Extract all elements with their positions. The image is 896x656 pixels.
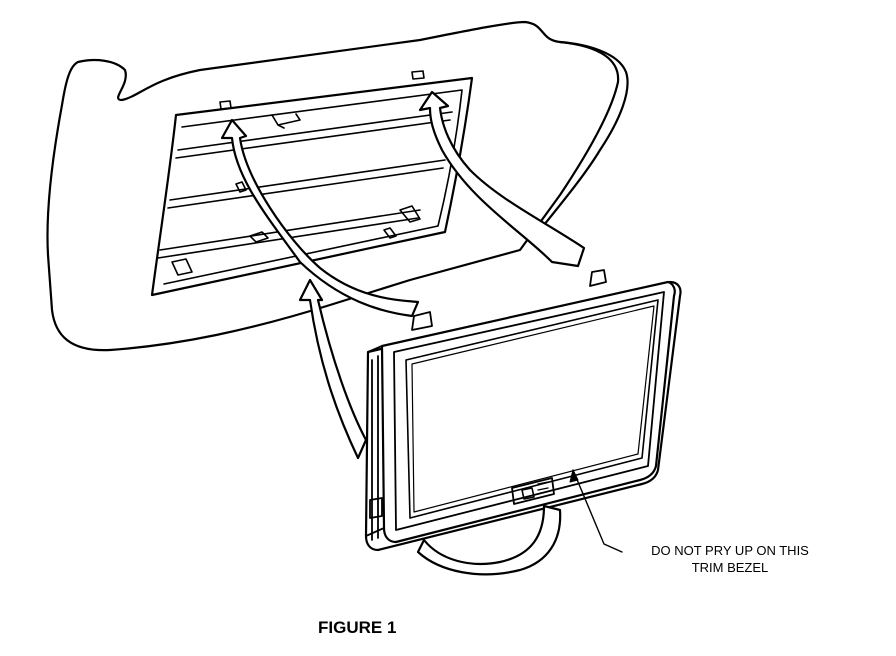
clip — [383, 227, 397, 239]
recess-rib — [175, 111, 453, 159]
bezel-side — [365, 345, 385, 541]
arrow-right-clip — [418, 90, 586, 268]
callout-line-2: TRIM BEZEL — [691, 560, 769, 575]
bezel-tab — [411, 311, 433, 331]
clip — [271, 113, 301, 129]
callout-arrowhead — [569, 469, 579, 483]
callout-line-1: DO NOT PRY UP ON THIS — [651, 543, 809, 558]
clip — [235, 181, 247, 193]
mirror-opening — [150, 76, 474, 297]
switch-knob — [521, 487, 535, 500]
visor-edge — [538, 40, 629, 232]
bezel-tab — [589, 269, 607, 287]
arrow-rotate — [416, 504, 562, 576]
recess-rib — [167, 159, 446, 209]
clip — [399, 205, 421, 223]
light-switch — [511, 477, 555, 505]
switch-slot — [537, 481, 549, 491]
clip — [249, 231, 269, 243]
clip — [219, 100, 232, 110]
mirror-frame-inner — [393, 291, 665, 531]
callout-leader — [572, 469, 623, 553]
clip — [171, 258, 193, 276]
mirror-glass — [405, 299, 659, 519]
callout-text: DO NOT PRY UP ON THIS TRIM BEZEL — [620, 542, 840, 576]
arrow-left-clip — [220, 118, 420, 318]
mirror-glass-edge — [411, 305, 655, 513]
bezel-tab — [369, 497, 383, 519]
visor-body — [46, 20, 620, 352]
clip — [411, 70, 425, 80]
figure-caption: FIGURE 1 — [318, 618, 397, 637]
arrow-bottom — [298, 278, 368, 460]
